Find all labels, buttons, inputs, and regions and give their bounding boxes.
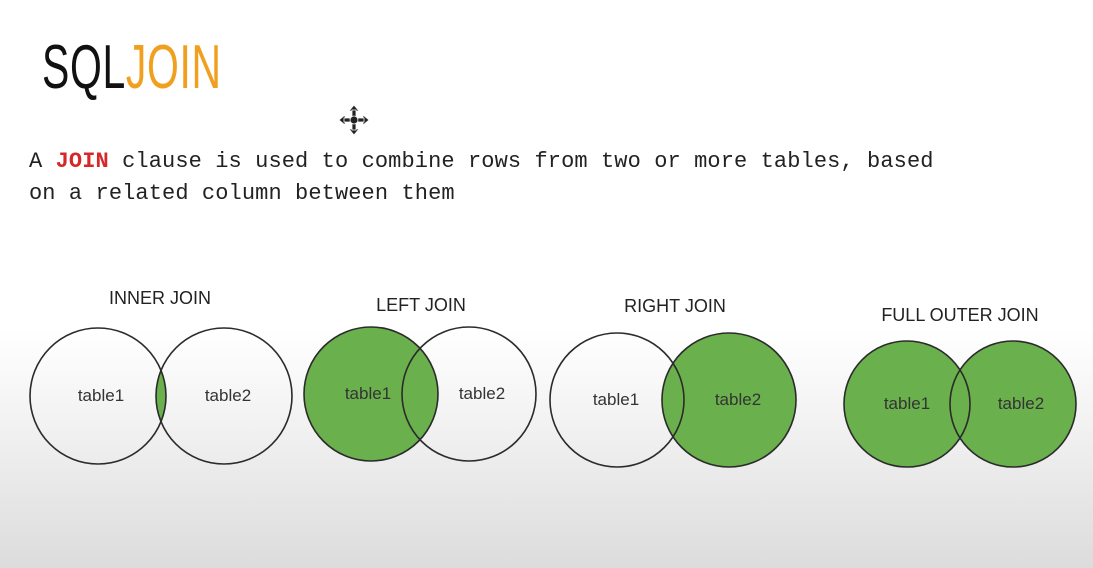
left-join-right-circle xyxy=(401,326,537,462)
left-join-left-circle xyxy=(303,326,439,462)
left-join-table1-label: table1 xyxy=(345,384,391,403)
inner-join-table1-label: table1 xyxy=(78,386,124,405)
full-outer-join-label: FULL OUTER JOIN xyxy=(881,305,1038,325)
full-outer-join-table1-label: table1 xyxy=(884,394,930,413)
right-join-label: RIGHT JOIN xyxy=(624,296,726,316)
left-join-label: LEFT JOIN xyxy=(376,295,466,315)
left-join-table2-label: table2 xyxy=(459,384,505,403)
left-join-diagram: LEFT JOIN table1 table2 xyxy=(303,295,537,462)
full-outer-join-diagram: FULL OUTER JOIN table1 table2 xyxy=(843,305,1077,468)
right-join-right-circle xyxy=(661,332,797,468)
right-join-diagram: RIGHT JOIN table1 table2 xyxy=(549,296,797,468)
full-outer-join-left-circle xyxy=(843,340,971,468)
full-outer-join-left-fill xyxy=(844,341,970,467)
desc-prefix: A xyxy=(29,149,56,174)
right-join-table1-label: table1 xyxy=(593,390,639,409)
right-join-table2-label: table2 xyxy=(715,390,761,409)
full-outer-join-right-circle xyxy=(949,340,1077,468)
inner-join-label: INNER JOIN xyxy=(109,288,211,308)
description: A JOIN clause is used to combine rows fr… xyxy=(29,146,934,210)
desc-line1-suffix: clause is used to combine rows from two … xyxy=(108,149,934,174)
page-title: SQLJOIN xyxy=(42,30,222,106)
desc-keyword: JOIN xyxy=(55,149,109,174)
inner-join-diagram: INNER JOIN table1 table2 xyxy=(29,288,293,465)
full-outer-join-table2-label: table2 xyxy=(998,394,1044,413)
right-join-left-circle xyxy=(549,332,685,468)
inner-join-table2-label: table2 xyxy=(205,386,251,405)
title-join: JOIN xyxy=(125,33,222,102)
inner-join-left-circle xyxy=(29,327,167,465)
move-cursor-icon xyxy=(338,104,370,136)
inner-join-right-circle xyxy=(155,327,293,465)
title-sql: SQL xyxy=(42,33,126,102)
desc-line2: on a related column between them xyxy=(29,181,455,206)
full-outer-join-right-fill xyxy=(950,341,1076,467)
